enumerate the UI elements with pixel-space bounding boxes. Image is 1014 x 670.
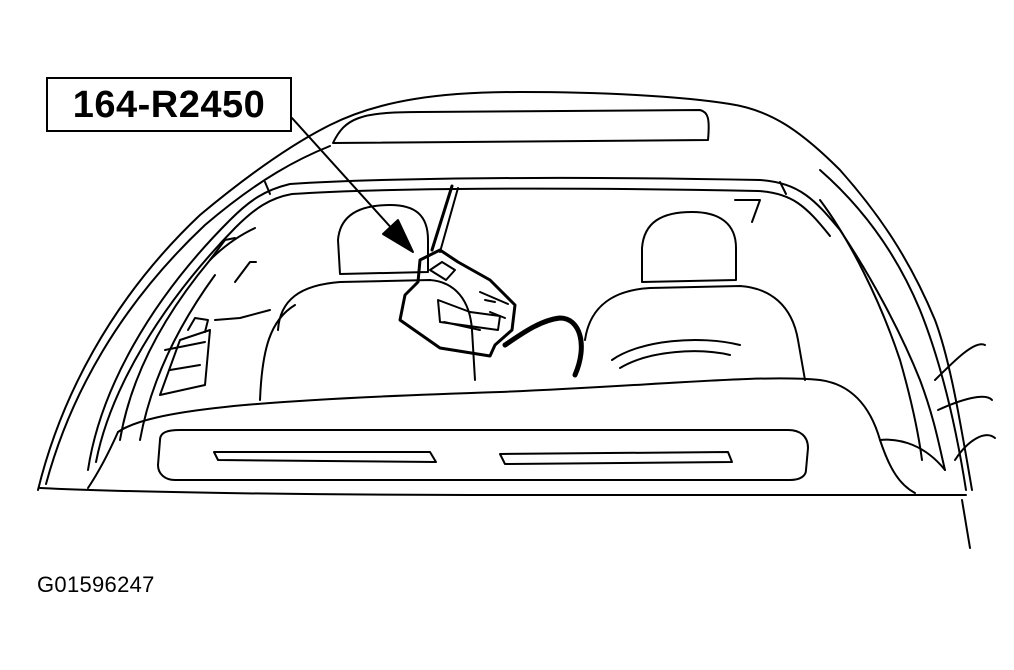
left-pillar-details bbox=[119, 227, 271, 441]
stop-lamp-connector bbox=[398, 184, 584, 378]
right-seat bbox=[584, 199, 806, 381]
lower-lamp-lens-right bbox=[499, 451, 733, 465]
connector-body bbox=[398, 248, 517, 358]
window-frame bbox=[37, 91, 973, 491]
leader-arrowhead bbox=[382, 219, 414, 253]
upper-lamp-bar bbox=[332, 109, 710, 144]
lower-lamp-lens-left bbox=[213, 451, 437, 463]
part-number-callout: 164-R2450 bbox=[46, 77, 292, 132]
window-opening bbox=[87, 176, 946, 471]
harness-wire-lower bbox=[502, 315, 584, 378]
right-headrest bbox=[641, 211, 737, 283]
rear-deck bbox=[39, 377, 967, 497]
harness-wire-upper bbox=[430, 184, 454, 252]
left-headrest bbox=[337, 204, 429, 275]
callout-leader bbox=[291, 117, 414, 253]
lower-lamp-housing bbox=[157, 429, 809, 481]
right-pillar-details bbox=[819, 199, 996, 549]
figure-id-label: G01596247 bbox=[37, 572, 155, 597]
part-number-label: 164-R2450 bbox=[72, 83, 266, 126]
